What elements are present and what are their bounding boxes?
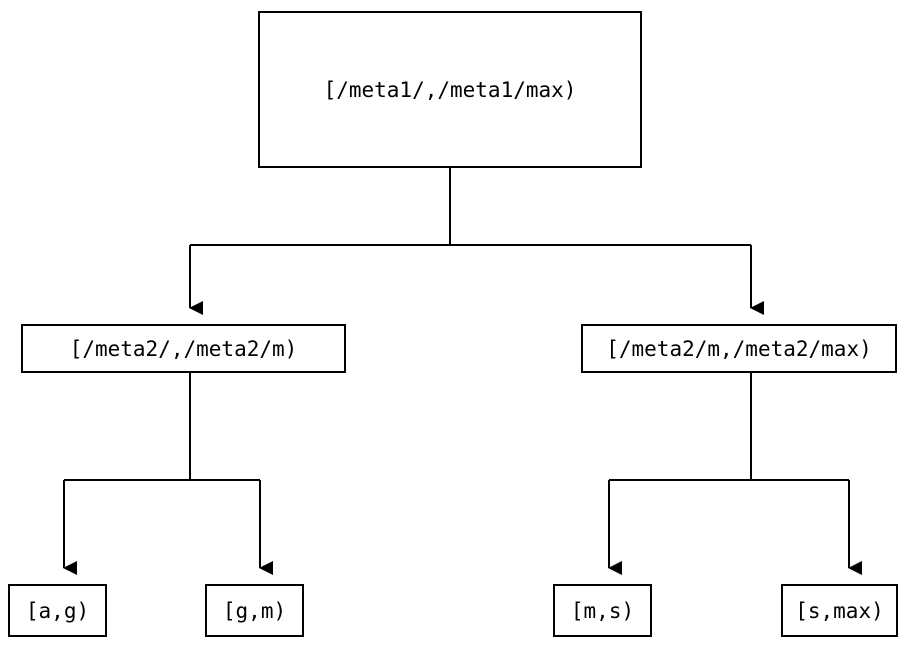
tree-node-leaf-3-label: [m,s) bbox=[570, 598, 635, 623]
tree-node-leaf-2: [g,m) bbox=[205, 584, 304, 637]
tree-node-leaf-3: [m,s) bbox=[553, 584, 652, 637]
tree-node-leaf-2-label: [g,m) bbox=[222, 598, 287, 623]
tree-node-leaf-4: [s,max) bbox=[781, 584, 898, 637]
tree-node-leaf-1: [a,g) bbox=[8, 584, 107, 637]
tree-node-mid-left-label: [/meta2/,/meta2/m) bbox=[69, 336, 298, 361]
tree-node-mid-left: [/meta2/,/meta2/m) bbox=[21, 324, 346, 373]
tree-node-mid-right: [/meta2/m,/meta2/max) bbox=[581, 324, 897, 373]
tree-node-mid-right-label: [/meta2/m,/meta2/max) bbox=[606, 336, 872, 361]
tree-node-root-label: [/meta1/,/meta1/max) bbox=[323, 77, 577, 102]
tree-node-leaf-4-label: [s,max) bbox=[795, 598, 884, 623]
tree-node-leaf-1-label: [a,g) bbox=[25, 598, 90, 623]
tree-node-root: [/meta1/,/meta1/max) bbox=[258, 11, 642, 168]
